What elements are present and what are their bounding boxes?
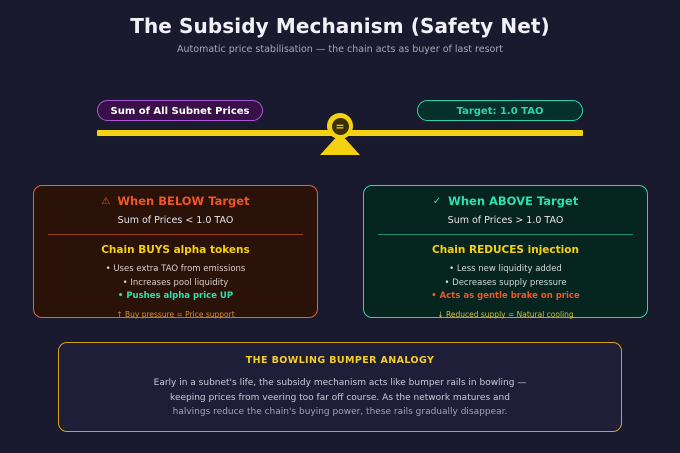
- balance-scale-diagram: Sum of All Subnet Prices Target: 1.0 TAO…: [0, 100, 680, 160]
- panel-when-below-target: ⚠ When BELOW Target Sum of Prices < 1.0 …: [33, 185, 318, 319]
- analogy-body: Early in a subnet's life, the subsidy me…: [59, 376, 621, 420]
- pill-target-price: Target: 1.0 TAO: [417, 100, 583, 121]
- panel-below-header: ⚠ When BELOW Target: [46, 194, 305, 209]
- panel-below-condition: Sum of Prices < 1.0 TAO: [117, 215, 234, 226]
- analogy-line: keeping prices from veering too far off …: [170, 392, 510, 403]
- panel-above-note: ↓ Reduced supply = Natural cooling: [437, 309, 574, 319]
- analogy-title: THE BOWLING BUMPER ANALOGY: [245, 355, 435, 366]
- warning-triangle-icon: ⚠: [101, 195, 111, 207]
- list-item: • Less new liquidity added: [449, 264, 562, 274]
- panel-above-heading-text: When ABOVE Target: [448, 194, 579, 208]
- page-subtitle: Automatic price stabilisation — the chai…: [177, 44, 503, 55]
- panel-below-divider: [48, 234, 303, 235]
- panel-below-bullet-list: • Uses extra TAO from emissions • Increa…: [46, 263, 305, 304]
- panel-above-action: Chain REDUCES injection: [432, 244, 579, 256]
- fulcrum-triangle-icon: [320, 133, 360, 155]
- analogy-line: halvings reduce the chain's buying power…: [172, 407, 508, 417]
- check-icon: ✓: [432, 195, 442, 207]
- panel-above-header: ✓ When ABOVE Target: [376, 194, 635, 209]
- panel-above-divider: [378, 234, 633, 235]
- list-item: • Uses extra TAO from emissions: [105, 264, 246, 274]
- analogy-box: THE BOWLING BUMPER ANALOGY Early in a su…: [58, 342, 622, 432]
- panel-below-heading-text: When BELOW Target: [117, 194, 250, 208]
- fulcrum-pivot: =: [327, 113, 353, 139]
- list-item: • Decreases supply pressure: [444, 277, 567, 288]
- analogy-line: Early in a subnet's life, the subsidy me…: [153, 378, 527, 388]
- list-item: • Acts as gentle brake on price: [431, 291, 580, 301]
- panel-above-bullet-list: • Less new liquidity added • Decreases s…: [376, 263, 635, 304]
- list-item: • Pushes alpha price UP: [117, 291, 234, 301]
- panel-above-condition: Sum of Prices > 1.0 TAO: [447, 215, 564, 226]
- pill-sum-of-subnet-prices: Sum of All Subnet Prices: [97, 100, 263, 121]
- panel-below-note: ↑ Buy pressure = Price support: [116, 309, 235, 319]
- panel-below-action: Chain BUYS alpha tokens: [101, 244, 250, 256]
- equals-icon: =: [331, 117, 349, 135]
- list-item: • Increases pool liquidity: [122, 277, 229, 288]
- page-title: The Subsidy Mechanism (Safety Net): [130, 14, 550, 38]
- panel-when-above-target: ✓ When ABOVE Target Sum of Prices > 1.0 …: [363, 185, 648, 319]
- page-header: The Subsidy Mechanism (Safety Net) Autom…: [0, 14, 680, 56]
